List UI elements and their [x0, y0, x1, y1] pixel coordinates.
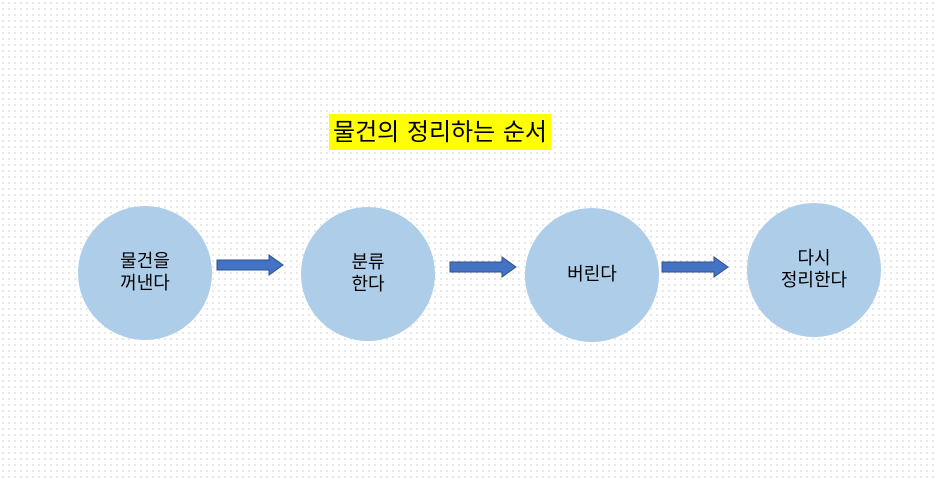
- step-2-circle: 분류 한다: [301, 207, 435, 341]
- arrow-2-to-3: [449, 256, 517, 278]
- step-3-circle: 버린다: [525, 208, 659, 342]
- step-4-circle: 다시 정리한다: [747, 203, 881, 337]
- diagram-title: 물건의 정리하는 순서: [329, 114, 551, 150]
- step-4-label: 다시 정리한다: [780, 248, 848, 291]
- step-1-circle: 물건을 꺼낸다: [78, 206, 212, 340]
- step-1-label: 물건을 꺼낸다: [120, 251, 170, 294]
- step-3-label: 버린다: [567, 264, 617, 285]
- arrow-3-to-4: [661, 256, 729, 278]
- arrow-1-to-2: [216, 254, 284, 276]
- step-2-label: 분류 한다: [351, 252, 385, 295]
